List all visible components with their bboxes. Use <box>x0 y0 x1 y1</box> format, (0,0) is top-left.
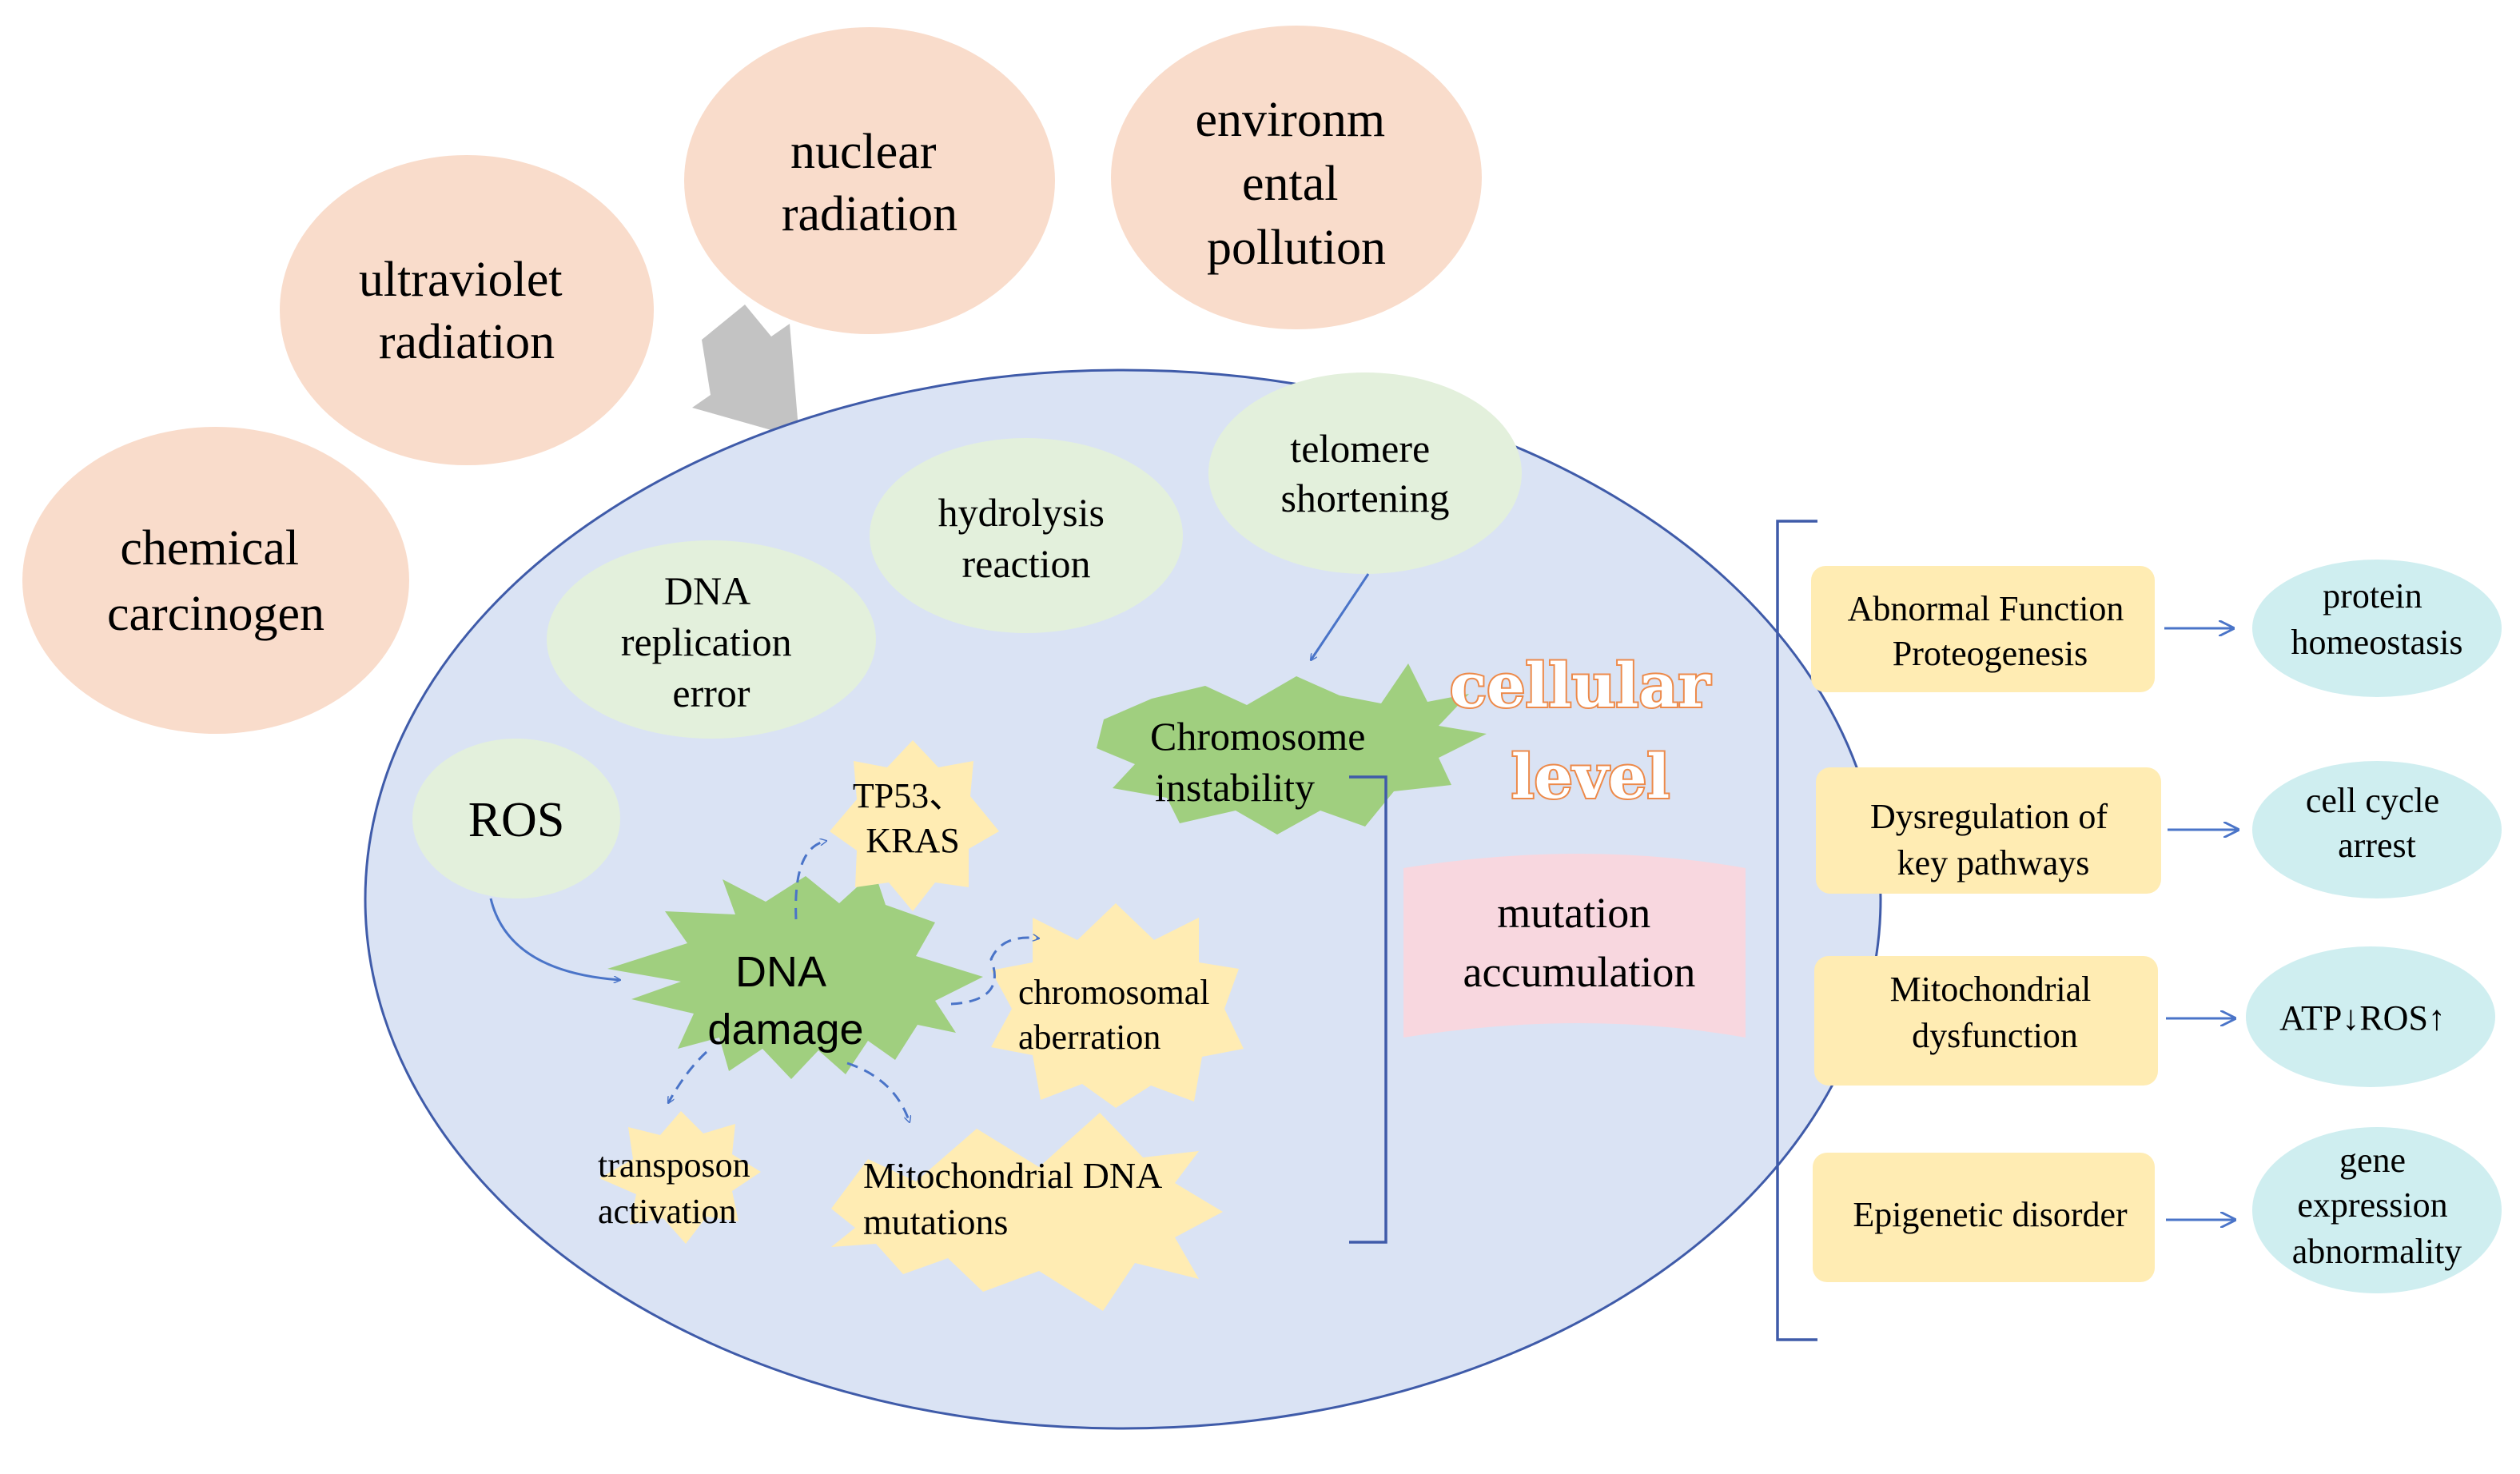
dysregulation-box <box>1816 767 2161 894</box>
abnormal-function-box <box>1811 566 2155 692</box>
outcome-boxes: Abnormal Function Proteogenesis Dysregul… <box>1811 566 2161 1282</box>
protein-homeostasis-node <box>2252 560 2502 697</box>
mutation-accumulation-label: mutation accumulation <box>1463 889 1696 996</box>
epigenetic-disorder-box <box>1813 1153 2155 1282</box>
transposon-activation-label: transposon activation <box>598 1145 759 1231</box>
dna-damage-consequences: TP53、 KRAS chromosomal aberration transp… <box>598 740 1244 1311</box>
mitochondrial-dysfunction-box <box>1814 956 2158 1086</box>
cellular-level-label: cellular level <box>1450 650 1731 812</box>
chemical-carcinogen-label: chemical carcinogen <box>107 521 324 641</box>
chromosome-instability-label: Chromosome instability <box>1150 714 1375 810</box>
ros-node <box>412 739 620 898</box>
transposon-activation-star <box>599 1111 761 1244</box>
dna-replication-error-label: DNA replication error <box>621 568 802 715</box>
dna-damage-to-tp53-arrow <box>794 841 826 920</box>
telomere-shortening-label: telomere shortening <box>1280 426 1449 520</box>
internal-arrows <box>489 573 1370 1122</box>
effect-nodes: protein homeostasis cell cycle arrest AT… <box>2246 560 2502 1293</box>
chromosome-instability-burst <box>1097 663 1487 835</box>
telomere-shortening-node <box>1208 372 1522 574</box>
nuclear-radiation-label: nuclear radiation <box>782 125 957 241</box>
tp53-kras-star <box>830 740 999 911</box>
mitochondrial-dna-mutations-star <box>831 1113 1223 1311</box>
environmental-pollution-node <box>1111 26 1482 329</box>
dna-replication-error-node <box>547 540 876 739</box>
dna-damage-label: DNA damage <box>707 948 863 1054</box>
ros-label: ROS <box>468 793 565 847</box>
epigenetic-disorder-label: Epigenetic disorder <box>1853 1195 2128 1234</box>
dna-damage-to-aberration-arrow <box>950 938 1039 1006</box>
gene-expression-abnormality-node <box>2252 1127 2502 1293</box>
mitochondrial-dysfunction-label: Mitochondrial dysfunction <box>1890 970 2100 1055</box>
environmental-pollution-label: environm ental pollution <box>1195 93 1397 275</box>
mitochondrial-dna-mutations-label: Mitochondrial DNA mutations <box>863 1155 1169 1242</box>
cellular-level-bracket <box>1349 775 1387 1244</box>
ros-to-dna-damage-arrow <box>489 898 620 980</box>
outcomes-bracket <box>1776 520 1817 1341</box>
atp-ros-label: ATP↓ROS↑ <box>2279 998 2446 1038</box>
dna-damage-to-transposon-arrow <box>667 1050 708 1103</box>
chromosomal-aberration-label: chromosomal aberration <box>1018 973 1219 1057</box>
nuclear-radiation-node <box>684 27 1055 334</box>
tp53-kras-label: TP53、 KRAS <box>853 776 973 860</box>
hydrolysis-reaction-node <box>870 438 1183 633</box>
mutation-accumulation-banner <box>1403 854 1746 1038</box>
telomere-to-chromosome-arrow <box>1311 573 1370 660</box>
chemical-carcinogen-node <box>22 427 409 734</box>
protein-homeostasis-label: protein homeostasis <box>2291 576 2462 662</box>
abnormal-function-label: Abnormal Function Proteogenesis <box>1848 589 2133 673</box>
chromosomal-aberration-star <box>991 903 1244 1108</box>
gray-arrow-icon <box>692 305 799 438</box>
gene-expression-abnormality-label: gene expression abnormality <box>2292 1141 2462 1271</box>
ultraviolet-radiation-label: ultraviolet radiation <box>359 253 575 369</box>
atp-ros-node <box>2246 946 2495 1087</box>
dna-damage-burst <box>607 871 983 1079</box>
dysregulation-label: Dysregulation of key pathways <box>1870 797 2116 882</box>
dna-damage-to-mitochondrial-arrow <box>846 1062 910 1122</box>
external-factors: chemical carcinogen ultraviolet radiatio… <box>22 26 1482 734</box>
cell-cycle-arrest-label: cell cycle arrest <box>2306 781 2448 865</box>
hydrolysis-reaction-label: hydrolysis reaction <box>938 490 1115 586</box>
ultraviolet-radiation-node <box>280 155 654 465</box>
cell-cycle-arrest-node <box>2252 761 2502 898</box>
internal-sources: DNA replication error hydrolysis reactio… <box>412 372 1522 898</box>
outcome-arrows <box>2164 628 2238 1220</box>
